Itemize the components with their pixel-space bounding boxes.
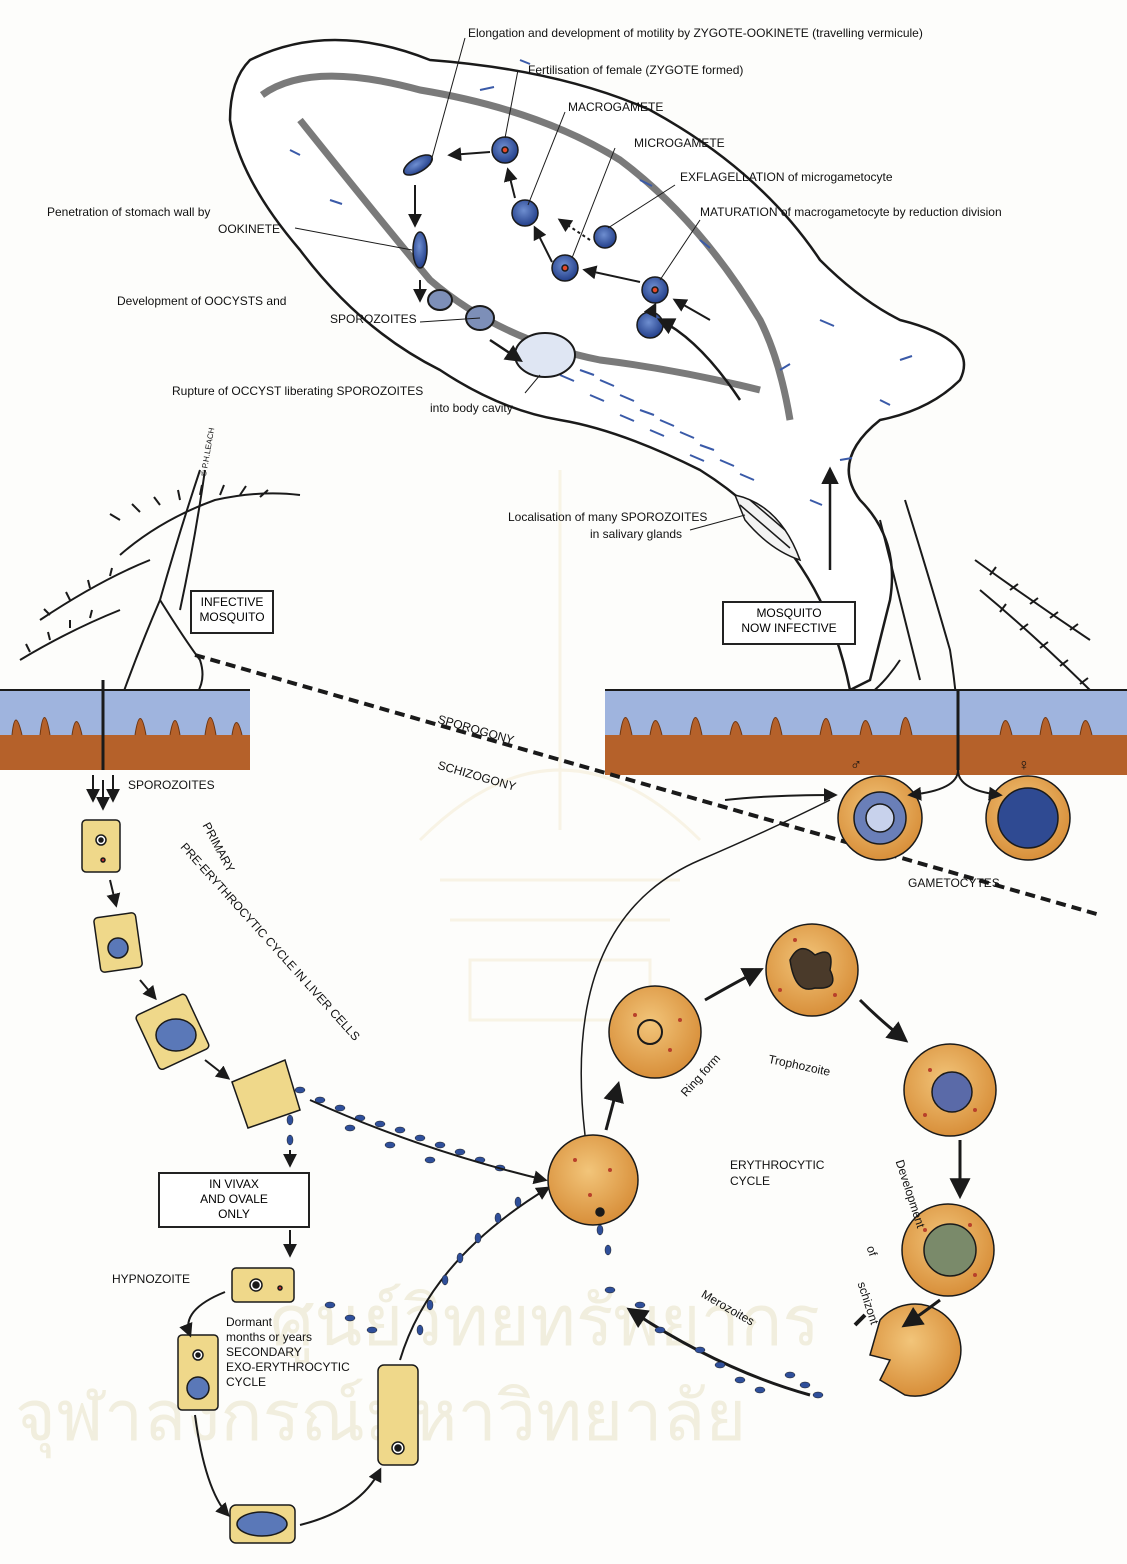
- label-fertilisation: Fertilisation of female (ZYGOTE formed): [528, 63, 743, 78]
- label-macrogamete: MACROGAMETE: [568, 100, 663, 115]
- label-dormant-1: Dormant: [226, 1315, 272, 1330]
- mosquito-stomach: [230, 40, 964, 690]
- infective-mosquito-line-1: INFECTIVE: [196, 595, 268, 610]
- released-merozoites: [287, 1087, 505, 1171]
- gametocyte-cells: [838, 776, 1070, 860]
- right-skin-section: [605, 690, 1127, 775]
- hypnozoite-merozoites: [325, 1197, 521, 1335]
- injected-sporozoites: [93, 775, 113, 808]
- vivax-line-2: AND OVALE: [164, 1192, 304, 1207]
- label-exflagellation: EXFLAGELLATION of microgametocyte: [680, 170, 893, 185]
- vivax-line-1: IN VIVAX: [164, 1177, 304, 1192]
- merozoite-arrow-to-rbc: [310, 1100, 545, 1180]
- label-sporozoites: SPOROZOITES: [128, 778, 215, 793]
- label-microgamete: MICROGAMETE: [634, 136, 725, 151]
- label-rupture-1: Rupture of OCCYST liberating SPOROZOITES: [172, 384, 423, 399]
- label-dormant-4: EXO-ERYTHROCYTIC: [226, 1360, 350, 1375]
- label-oocysts-1: Development of OOCYSTS and: [117, 294, 286, 309]
- now-infective-line-1: MOSQUITO: [728, 606, 850, 621]
- label-hypnozoite: HYPNOZOITE: [112, 1272, 190, 1287]
- label-penetration-2: OOKINETE: [218, 222, 280, 237]
- left-skin-section: [0, 690, 250, 770]
- label-oocysts-2: SPOROZOITES: [330, 312, 417, 327]
- label-dormant-5: CYCLE: [226, 1375, 266, 1390]
- label-penetration-1: Penetration of stomach wall by: [47, 205, 210, 220]
- label-rupture-2: into body cavity: [430, 401, 513, 416]
- vivax-line-3: ONLY: [164, 1207, 304, 1222]
- label-gametocytes: GAMETOCYTES: [908, 876, 1000, 891]
- mosquito-now-infective-box: MOSQUITO NOW INFECTIVE: [722, 601, 856, 645]
- label-erythrocytic-1: ERYTHROCYTIC: [730, 1158, 824, 1173]
- label-dormant-2: months or years: [226, 1330, 312, 1345]
- now-infective-line-2: NOW INFECTIVE: [728, 621, 850, 636]
- label-female-symbol: ♀: [1018, 758, 1030, 773]
- vivax-ovale-box: IN VIVAX AND OVALE ONLY: [158, 1172, 310, 1228]
- label-maturation: MATURATION of macrogametocyte by reducti…: [700, 205, 1002, 220]
- label-erythrocytic-2: CYCLE: [730, 1174, 770, 1189]
- label-localisation-2: in salivary glands: [590, 527, 682, 542]
- infective-mosquito-box: INFECTIVE MOSQUITO: [190, 590, 274, 634]
- label-elongation: Elongation and development of motility b…: [468, 26, 923, 41]
- label-localisation-1: Localisation of many SPOROZOITES: [508, 510, 707, 525]
- hypnozoite-cells: [178, 1268, 418, 1543]
- infective-mosquito-line-2: MOSQUITO: [196, 610, 268, 625]
- label-dormant-3: SECONDARY: [226, 1345, 302, 1360]
- label-male-symbol: ♂: [850, 758, 862, 773]
